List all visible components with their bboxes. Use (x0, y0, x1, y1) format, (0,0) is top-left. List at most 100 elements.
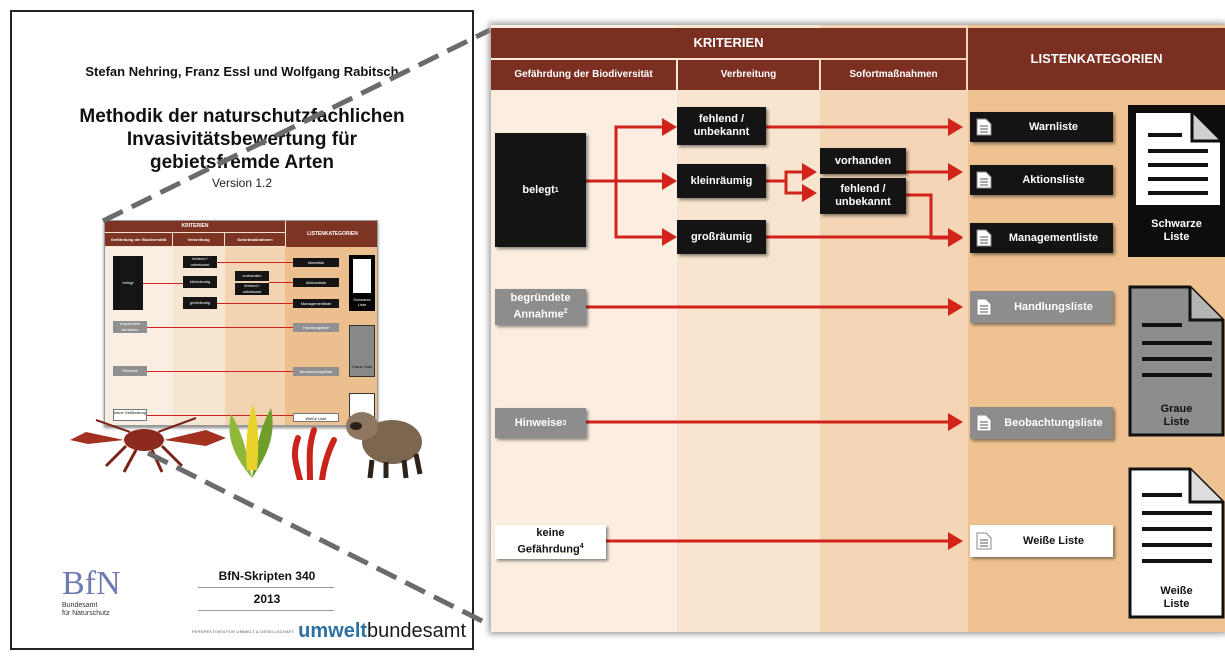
arrow-belegt-to-wide (614, 181, 677, 246)
black-list-document: Schwarze Liste (1128, 105, 1225, 257)
thumb-spread-missing: fehlend / unbekannt (183, 256, 217, 268)
criterion-assumption-line-1: begründete (510, 292, 571, 305)
thumb-spread-local: kleinräumig (183, 276, 217, 288)
footnote-1: 1 (554, 186, 559, 194)
list-white: Weiße Liste (970, 525, 1113, 557)
thumb-header-lists: LISTENKATEGORIEN (286, 221, 377, 247)
thumb-subheader-spread: Verbreitung (173, 233, 224, 246)
thumb-list-warn: Warnliste (293, 258, 339, 267)
thumb-arrow (147, 371, 293, 372)
uba-tagline: PERSPEKTIVEN FÜR UMWELT & GESELLSCHAFT (192, 629, 295, 635)
divider (198, 610, 334, 611)
bfn-logo: BfN (62, 565, 121, 603)
thumb-black-list-label: Schwarze Liste (353, 297, 371, 307)
spread-wide-label: großräumig (690, 230, 753, 243)
list-management-label: Managementliste (1008, 232, 1099, 244)
arrow-local-to-missing (784, 181, 817, 202)
spread-missing-line-1: fehlend / (698, 113, 745, 125)
thumb-arrow (269, 282, 293, 283)
criterion-assumption-line-2: Annahme (513, 308, 564, 321)
thumb-arrow (147, 415, 293, 416)
bfn-caption-line-2: für Naturschutz (62, 610, 110, 617)
black-list-label: Schwarze Liste (1128, 218, 1225, 244)
subheader-spread: Verbreitung (678, 60, 819, 90)
thumb-arrow (217, 262, 293, 263)
thumb-criterion-none: keine Gefährdung (113, 409, 147, 421)
list-white-label: Weiße Liste (1023, 535, 1084, 547)
measure-present-label: vorhanden (834, 154, 892, 167)
thumb-subheader-measures: Sofortmaßnahmen (225, 233, 285, 246)
assessment-diagram: KRITERIEN LISTENKATEGORIEN Gefährdung de… (491, 25, 1225, 632)
thumb-black-list-doc: Schwarze Liste (349, 255, 375, 311)
thumb-criterion-belegt: belegt (113, 256, 143, 310)
bfn-logo-letters: BfN (62, 565, 121, 602)
raccoon-dog-illustration (346, 412, 423, 479)
bfn-caption-line-1: Bundesamt (62, 602, 98, 609)
crayfish-illustration (70, 417, 226, 473)
document-icon (976, 171, 992, 189)
thumb-list-observation: Beobachtungsliste (293, 367, 339, 376)
spread-wide: großräumig (677, 220, 766, 254)
arrow-missing-to-management (906, 193, 963, 247)
thumb-list-white: Weiße Liste (293, 413, 339, 422)
header-list-categories: LISTENKATEGORIEN (968, 28, 1225, 90)
thumb-spread-wide: großräumig (183, 297, 217, 309)
subheader-measures: Sofortmaßnahmen (821, 60, 966, 90)
thumb-measure-missing: fehlend / unbekannt (235, 283, 269, 295)
cover-title-line-3: gebietsfremde Arten (149, 152, 335, 173)
thumb-subheader-biodiversity: Gefährdung der Biodiversität (105, 233, 172, 246)
footnote-4: 4 (579, 543, 584, 551)
cover-title-line-2: Invasivitätsbewertung für (126, 129, 358, 150)
thumb-measure-present: vorhanden (235, 271, 269, 281)
thumb-list-handling: Handlungsliste (293, 323, 339, 332)
document-icon (976, 118, 992, 136)
thumb-grey-list-label: Graue Liste (351, 364, 373, 369)
spread-missing-line-2: unbekannt (693, 126, 750, 138)
year-label: 2013 (253, 592, 281, 606)
thumb-list-management: Managementliste (293, 299, 339, 308)
series-label: BfN-Skripten 340 (218, 569, 316, 583)
thumb-criterion-hints: Hinweise (113, 366, 147, 376)
list-observation: Beobachtungsliste (970, 407, 1113, 439)
grey-list-label-line-2: Liste (1163, 416, 1190, 428)
zoom-line-bottom (146, 450, 492, 628)
criterion-belegt-label: belegt (522, 183, 555, 196)
spread-local-label: kleinräumig (690, 174, 753, 187)
criterion-no-threat-line-2: Gefährdung (517, 543, 580, 556)
arrow-local-to-present (766, 163, 817, 183)
cover-version: Version 1.2 (211, 176, 273, 190)
document-icon (976, 414, 992, 432)
divider (198, 587, 334, 588)
list-handling-label: Handlungsliste (1014, 301, 1093, 313)
footnote-2: 2 (563, 308, 568, 316)
uba-logo-part2: bundesamt (367, 620, 467, 642)
black-list-label-line-1: Schwarze (1151, 218, 1202, 230)
document-icon (976, 298, 992, 316)
measure-missing-line-1: fehlend / (840, 183, 886, 195)
uba-logo-part1: umwelt (298, 620, 368, 642)
list-action-label: Aktionsliste (1022, 174, 1085, 186)
white-list-label: Weiße Liste (1128, 585, 1225, 611)
cover-authors: Stefan Nehring, Franz Essl und Wolfgang … (85, 64, 399, 79)
thumb-list-action: Aktionsliste (293, 278, 339, 287)
document-icon (976, 229, 992, 247)
footnote-3: 3 (562, 419, 567, 427)
grey-list-label: Graue Liste (1128, 403, 1225, 429)
header-criteria: KRITERIEN (491, 28, 966, 58)
zoom-line-top (101, 27, 492, 224)
list-handling: Handlungsliste (970, 291, 1113, 323)
red-plant-illustration (291, 427, 337, 480)
white-list-label-line-2: Liste (1163, 598, 1190, 610)
cover-title-line-1: Methodik der naturschutzfachlichen (79, 106, 405, 127)
report-cover: Stefan Nehring, Franz Essl und Wolfgang … (10, 10, 474, 650)
thumb-header-criteria: KRITERIEN (105, 221, 285, 232)
thumb-arrow (217, 303, 293, 304)
measure-present: vorhanden (820, 148, 906, 174)
list-management: Managementliste (970, 223, 1113, 253)
